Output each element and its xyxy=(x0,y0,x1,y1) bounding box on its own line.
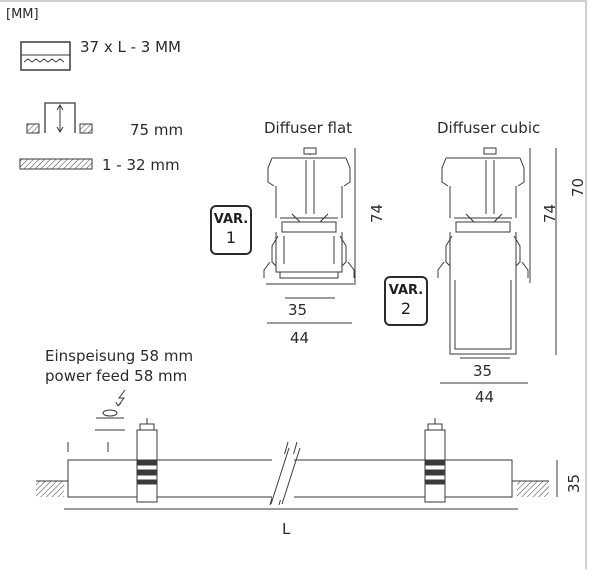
ceiling-thickness-icon xyxy=(19,158,93,170)
variant1-badge-label: VAR. xyxy=(213,212,249,227)
cutout-text: 37 x L - 3 MM xyxy=(80,38,182,56)
power-feed-label-en: power feed 58 mm xyxy=(45,367,188,385)
feed-connector-right xyxy=(424,418,446,503)
variant2-profile xyxy=(437,147,529,355)
variant1-height-label: 74 xyxy=(368,203,387,224)
unit-label: [MM] xyxy=(6,7,39,22)
side-view xyxy=(36,418,558,510)
ceiling-depth-icon xyxy=(26,102,93,134)
variant1-badge: VAR. 1 xyxy=(210,205,252,255)
variant2-badge-number: 2 xyxy=(400,299,412,318)
variant2-inner-height-label: 74 xyxy=(541,203,560,224)
feed-connector-left xyxy=(136,418,158,503)
ceiling-depth-text: 75 mm xyxy=(130,121,184,139)
variant1-profile xyxy=(263,147,355,285)
variant1-title: Diffuser flat xyxy=(264,119,353,137)
variant2-title: Diffuser cubic xyxy=(437,119,541,137)
variant2-outer-width-label: 44 xyxy=(475,388,495,406)
variant1-dimensions xyxy=(267,148,356,324)
power-feed-label-de: Einspeisung 58 mm xyxy=(45,347,194,365)
variant2-badge-label: VAR. xyxy=(388,283,424,298)
variant2-total-height-label: 70 xyxy=(569,177,588,198)
variant2-inner-width-label: 35 xyxy=(473,362,493,380)
ceiling-thickness-text: 1 - 32 mm xyxy=(102,156,180,174)
power-feed-icon xyxy=(67,389,126,452)
variant2-dimensions xyxy=(440,148,557,384)
cutout-icon xyxy=(20,41,71,71)
side-view-height-label: 35 xyxy=(565,473,584,494)
length-label: L xyxy=(282,520,291,538)
variant1-outer-width-label: 44 xyxy=(290,329,310,347)
variant1-inner-width-label: 35 xyxy=(288,301,308,319)
variant2-badge: VAR. 2 xyxy=(384,276,428,326)
variant1-badge-number: 1 xyxy=(225,228,237,247)
